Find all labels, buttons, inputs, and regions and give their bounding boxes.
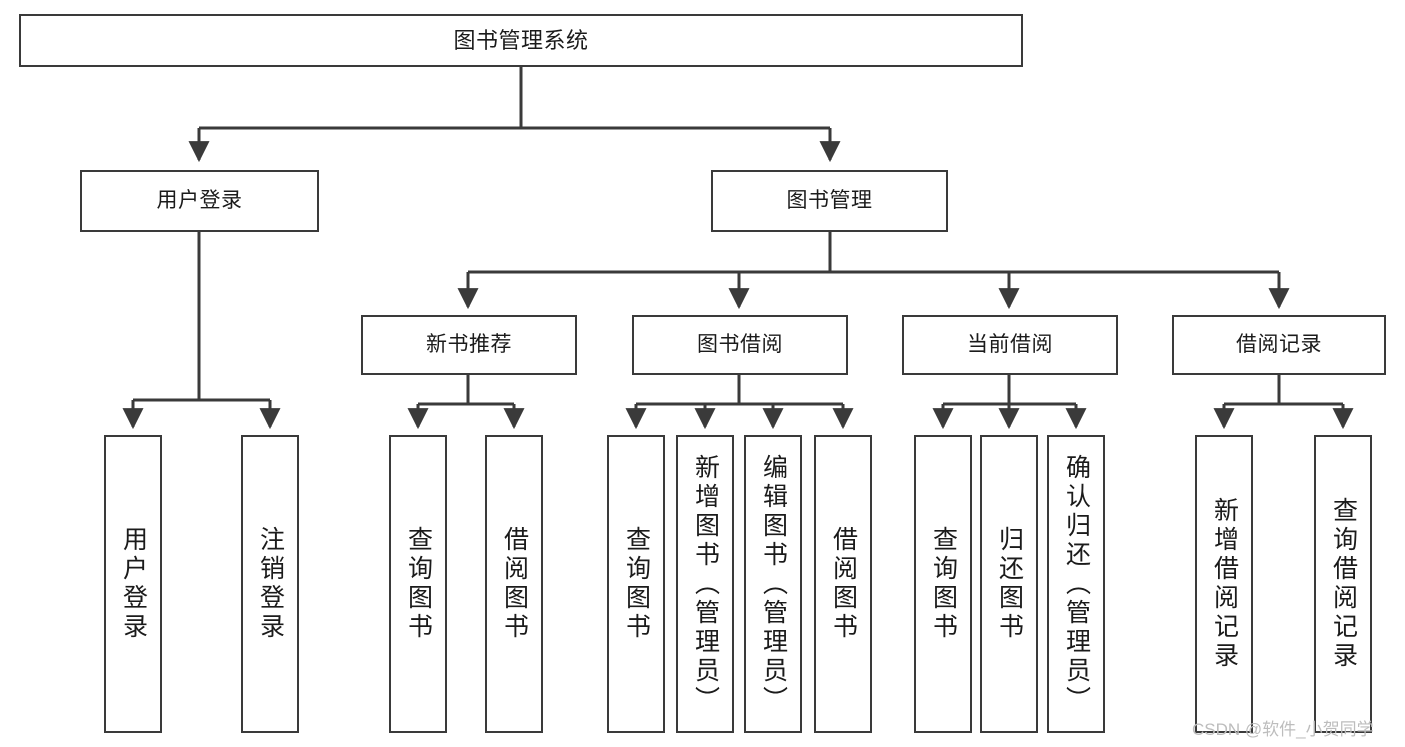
node-label: 确认归还（管理员）	[1062, 453, 1091, 715]
leaf-user-login[interactable]: 用户登录	[104, 435, 162, 733]
node-current-borrow[interactable]: 当前借阅	[902, 315, 1118, 375]
leaf-query-book-recommendation[interactable]: 查询图书	[389, 435, 447, 733]
node-label: 查询图书	[622, 526, 651, 642]
leaf-query-borrow-record[interactable]: 查询借阅记录	[1314, 435, 1372, 733]
leaf-confirm-return-admin[interactable]: 确认归还（管理员）	[1047, 435, 1105, 733]
node-label: 注销登录	[256, 526, 285, 642]
node-label: 编辑图书（管理员）	[759, 453, 788, 715]
node-label: 查询图书	[929, 526, 958, 642]
node-label: 图书借阅	[697, 332, 783, 356]
node-label: 用户登录	[156, 188, 243, 212]
node-root-system[interactable]: 图书管理系统	[19, 14, 1023, 67]
leaf-borrow-book-recommendation[interactable]: 借阅图书	[485, 435, 543, 733]
node-new-book-recommendation[interactable]: 新书推荐	[361, 315, 577, 375]
node-label: 当前借阅	[967, 332, 1053, 356]
leaf-borrow-book-borrow[interactable]: 借阅图书	[814, 435, 872, 733]
node-label: 借阅图书	[500, 526, 529, 642]
node-book-management[interactable]: 图书管理	[711, 170, 948, 232]
leaf-query-book-borrow[interactable]: 查询图书	[607, 435, 665, 733]
node-label: 归还图书	[995, 526, 1024, 642]
node-book-borrow[interactable]: 图书借阅	[632, 315, 848, 375]
leaf-query-book-current[interactable]: 查询图书	[914, 435, 972, 733]
node-label: 图书管理	[786, 188, 873, 212]
node-label: 借阅图书	[829, 526, 858, 642]
leaf-edit-book-admin[interactable]: 编辑图书（管理员）	[744, 435, 802, 733]
leaf-add-borrow-record[interactable]: 新增借阅记录	[1195, 435, 1253, 733]
node-label: 查询借阅记录	[1329, 497, 1358, 671]
node-label: 新书推荐	[426, 332, 512, 356]
node-label: 新增图书（管理员）	[691, 453, 720, 715]
leaf-user-logout[interactable]: 注销登录	[241, 435, 299, 733]
csdn-watermark: CSDN @软件_小贺同学	[1192, 720, 1374, 739]
leaf-return-book[interactable]: 归还图书	[980, 435, 1038, 733]
leaf-add-book-admin[interactable]: 新增图书（管理员）	[676, 435, 734, 733]
node-user-login[interactable]: 用户登录	[80, 170, 319, 232]
node-label: 用户登录	[119, 526, 148, 642]
node-label: 新增借阅记录	[1210, 497, 1239, 671]
node-label: 借阅记录	[1236, 332, 1322, 356]
node-borrow-record[interactable]: 借阅记录	[1172, 315, 1386, 375]
node-label: 查询图书	[404, 526, 433, 642]
node-label: 图书管理系统	[453, 27, 589, 53]
